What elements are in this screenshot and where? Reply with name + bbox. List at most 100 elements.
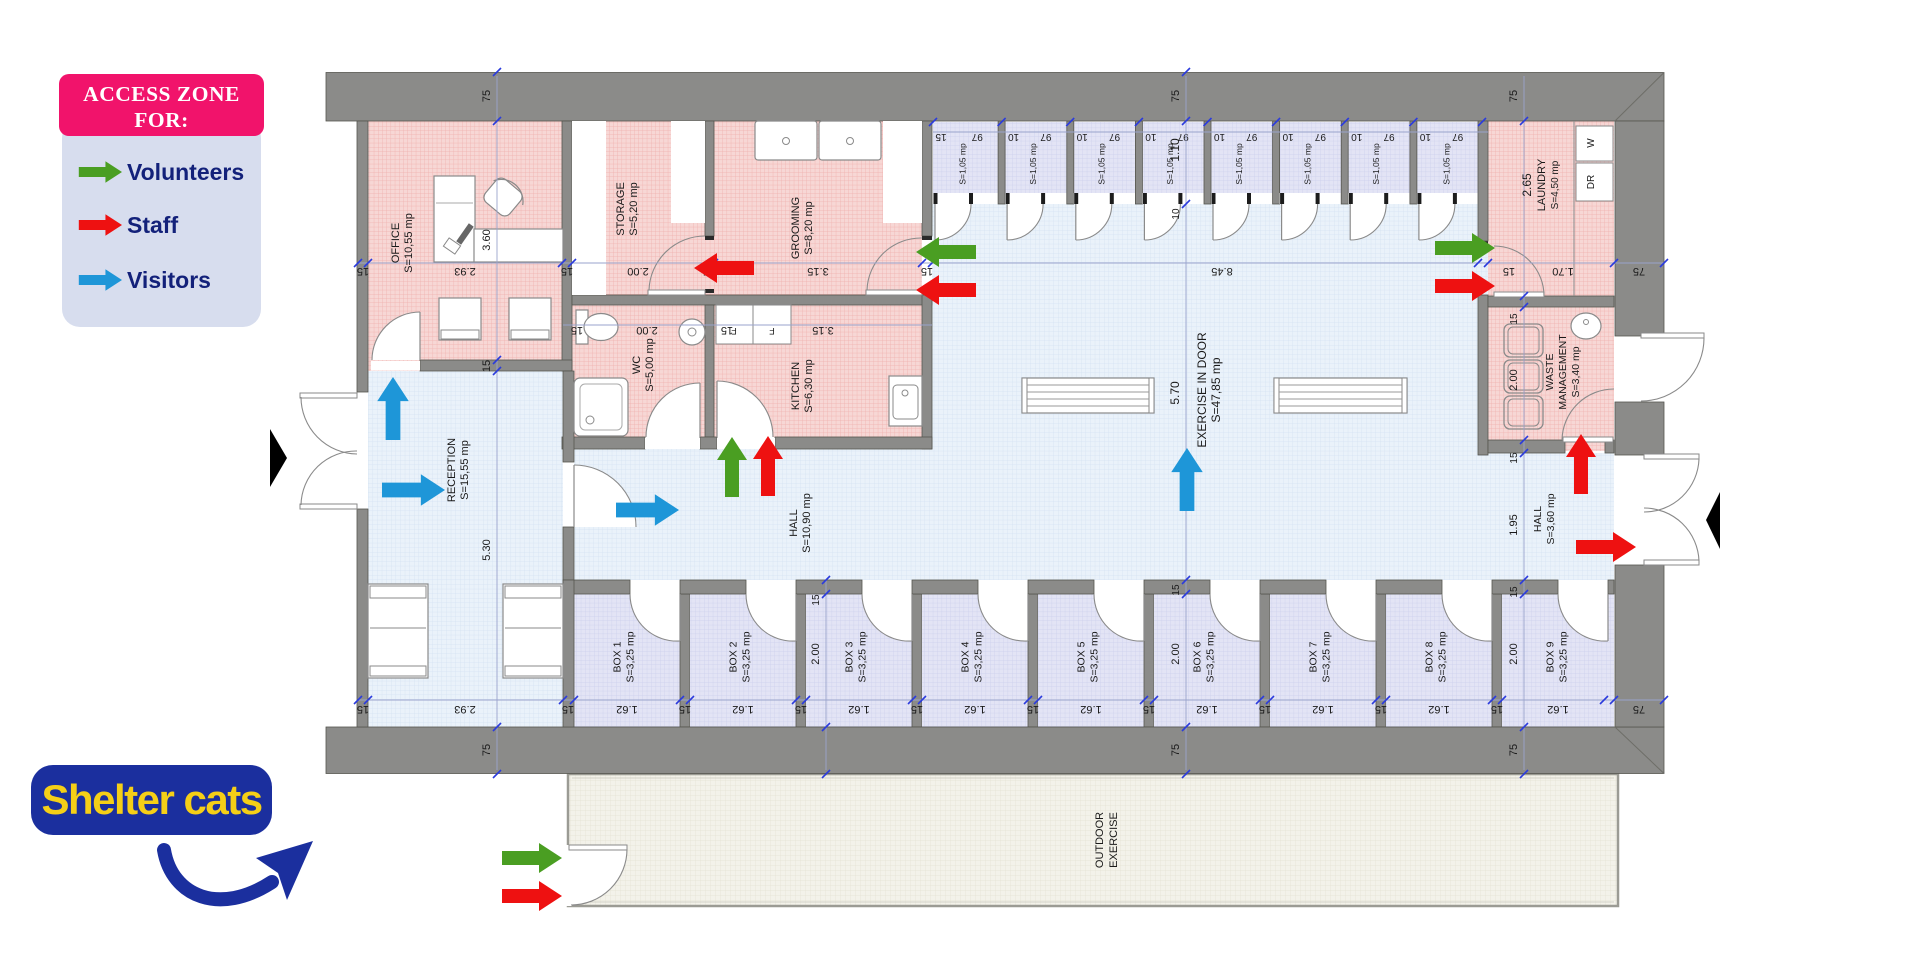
- svg-text:S=3,25 mp: S=3,25 mp: [1089, 631, 1101, 682]
- svg-text:1.10: 1.10: [1168, 138, 1182, 162]
- svg-text:S=3,25 mp: S=3,25 mp: [625, 631, 637, 682]
- svg-text:S=3,60 mp: S=3,60 mp: [1545, 493, 1557, 544]
- svg-text:MANAGEMENT: MANAGEMENT: [1557, 334, 1569, 410]
- svg-text:BOX 3: BOX 3: [844, 641, 856, 672]
- svg-text:15: 15: [562, 703, 574, 715]
- svg-text:BOX 5: BOX 5: [1076, 641, 1088, 672]
- svg-text:OUTDOOR: OUTDOOR: [1094, 812, 1106, 868]
- svg-text:DR: DR: [1586, 175, 1597, 189]
- svg-text:15: 15: [795, 703, 807, 715]
- svg-text:S=5,00 mp: S=5,00 mp: [644, 338, 656, 392]
- svg-text:S=3,25 mp: S=3,25 mp: [741, 631, 753, 682]
- svg-text:3.15: 3.15: [812, 324, 833, 336]
- svg-text:15: 15: [679, 703, 691, 715]
- svg-text:75: 75: [481, 90, 493, 102]
- svg-text:1.62: 1.62: [1196, 703, 1217, 715]
- svg-text:15: 15: [921, 265, 933, 277]
- svg-text:GROOMING: GROOMING: [790, 197, 802, 259]
- svg-text:97: 97: [1314, 131, 1326, 142]
- svg-text:15: 15: [1503, 265, 1515, 277]
- svg-text:1.62: 1.62: [732, 703, 753, 715]
- svg-text:3.15: 3.15: [807, 265, 828, 277]
- svg-text:S=8,20 mp: S=8,20 mp: [803, 201, 815, 255]
- svg-text:S=10,90 mp: S=10,90 mp: [801, 493, 813, 553]
- svg-text:75: 75: [1170, 744, 1182, 756]
- svg-text:1.70: 1.70: [1552, 265, 1573, 277]
- svg-text:1.62: 1.62: [1428, 703, 1449, 715]
- svg-text:F: F: [731, 326, 737, 336]
- svg-text:2.00: 2.00: [636, 324, 657, 336]
- svg-text:S=3,25 mp: S=3,25 mp: [857, 631, 869, 682]
- svg-text:75: 75: [1508, 744, 1520, 756]
- svg-text:15: 15: [811, 594, 822, 606]
- svg-text:10: 10: [1171, 208, 1182, 220]
- svg-text:S=3,40 mp: S=3,40 mp: [1570, 346, 1582, 397]
- svg-text:97: 97: [971, 131, 983, 142]
- svg-text:BOX 6: BOX 6: [1192, 641, 1204, 672]
- svg-text:EXERCISE IN DOOR: EXERCISE IN DOOR: [1195, 332, 1209, 448]
- svg-text:WASTE: WASTE: [1544, 354, 1556, 391]
- svg-text:W: W: [1586, 138, 1597, 148]
- svg-text:10: 10: [1145, 131, 1157, 142]
- svg-text:S=10,55 mp: S=10,55 mp: [403, 213, 415, 273]
- svg-text:2.00: 2.00: [810, 643, 822, 664]
- svg-text:97: 97: [1109, 131, 1121, 142]
- svg-text:S=1,05 mp: S=1,05 mp: [1371, 143, 1381, 185]
- svg-text:S=5,20 mp: S=5,20 mp: [628, 182, 640, 236]
- svg-text:3.60: 3.60: [481, 229, 493, 250]
- svg-text:2.00: 2.00: [627, 265, 648, 277]
- svg-text:S=1,05 mp: S=1,05 mp: [1165, 143, 1175, 185]
- svg-text:15: 15: [1259, 703, 1271, 715]
- svg-text:S=1,05 mp: S=1,05 mp: [1097, 143, 1107, 185]
- svg-text:RECEPTION: RECEPTION: [446, 438, 458, 502]
- svg-text:15: 15: [1509, 313, 1520, 325]
- svg-text:1.62: 1.62: [1547, 703, 1568, 715]
- svg-text:97: 97: [1177, 131, 1189, 142]
- svg-text:HALL: HALL: [1532, 506, 1544, 532]
- svg-text:LAUNDRY: LAUNDRY: [1536, 158, 1548, 211]
- svg-text:1.62: 1.62: [1312, 703, 1333, 715]
- svg-text:15: 15: [357, 265, 369, 277]
- svg-text:STORAGE: STORAGE: [615, 182, 627, 236]
- svg-text:2.00: 2.00: [1170, 643, 1182, 664]
- svg-text:15: 15: [1509, 586, 1520, 598]
- svg-text:HALL: HALL: [788, 509, 800, 537]
- svg-text:S=1,05 mp: S=1,05 mp: [1441, 143, 1451, 185]
- svg-text:97: 97: [1040, 131, 1052, 142]
- svg-text:S=3,25 mp: S=3,25 mp: [1437, 631, 1449, 682]
- svg-text:15: 15: [935, 131, 947, 142]
- svg-text:10: 10: [1282, 131, 1294, 142]
- svg-text:S=4,50 mp: S=4,50 mp: [1550, 160, 1561, 209]
- svg-text:S=6,30 mp: S=6,30 mp: [803, 359, 815, 413]
- svg-text:8.45: 8.45: [1211, 265, 1232, 277]
- svg-text:15: 15: [1027, 703, 1039, 715]
- svg-text:S=1,05 mp: S=1,05 mp: [1234, 143, 1244, 185]
- svg-text:15: 15: [357, 703, 369, 715]
- svg-text:S=47,85 mp: S=47,85 mp: [1209, 357, 1223, 422]
- svg-text:10: 10: [1076, 131, 1088, 142]
- svg-text:BOX 8: BOX 8: [1424, 641, 1436, 672]
- svg-text:WC: WC: [631, 356, 643, 374]
- svg-text:BOX 7: BOX 7: [1308, 641, 1320, 672]
- svg-text:2.00: 2.00: [1508, 369, 1520, 390]
- svg-text:S=3,25 mp: S=3,25 mp: [1321, 631, 1333, 682]
- svg-text:15: 15: [561, 265, 573, 277]
- svg-text:KITCHEN: KITCHEN: [790, 362, 802, 410]
- svg-text:10: 10: [1008, 131, 1020, 142]
- svg-text:75: 75: [1508, 90, 1520, 102]
- svg-text:EXERCISE: EXERCISE: [1108, 812, 1120, 868]
- svg-text:75: 75: [1170, 90, 1182, 102]
- svg-text:BOX 2: BOX 2: [728, 641, 740, 672]
- svg-text:S=1,05 mp: S=1,05 mp: [958, 143, 968, 185]
- svg-text:2.00: 2.00: [1508, 643, 1520, 664]
- svg-text:15: 15: [1171, 584, 1182, 596]
- svg-text:75: 75: [481, 744, 493, 756]
- svg-text:75: 75: [1633, 703, 1645, 715]
- svg-text:S=3,25 mp: S=3,25 mp: [973, 631, 985, 682]
- svg-text:10: 10: [1419, 131, 1431, 142]
- svg-text:S=3,25 mp: S=3,25 mp: [1205, 631, 1217, 682]
- svg-text:1.62: 1.62: [848, 703, 869, 715]
- svg-text:15: 15: [481, 360, 493, 372]
- svg-text:BOX 9: BOX 9: [1545, 641, 1557, 672]
- svg-text:1.95: 1.95: [1508, 514, 1520, 535]
